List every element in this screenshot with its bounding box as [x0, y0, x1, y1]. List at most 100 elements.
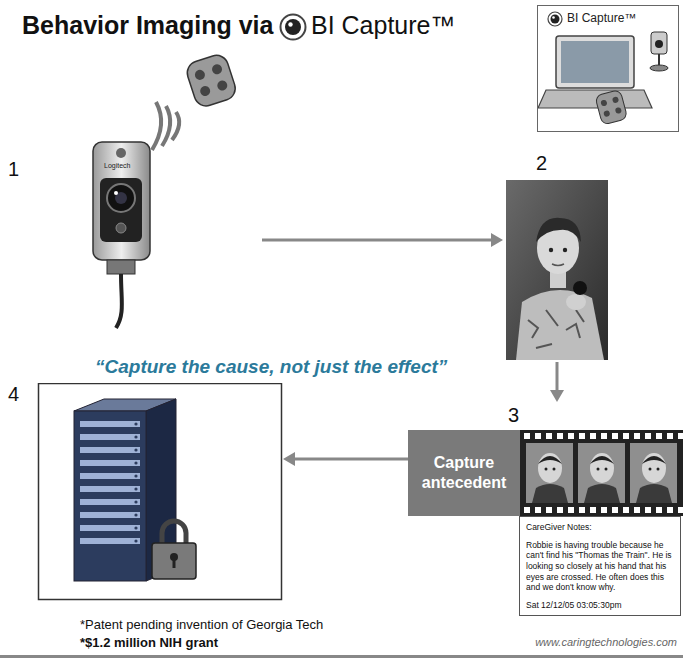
- illustration-part: [590, 433, 596, 439]
- illustration-part: [553, 468, 556, 471]
- illustration-part: [116, 223, 126, 233]
- illustration-part: [80, 460, 140, 466]
- illustration-part: [568, 433, 574, 439]
- illustration-part: [630, 443, 677, 503]
- illustration-part: [623, 433, 629, 439]
- illustration-part: [601, 507, 607, 513]
- illustration-part: [134, 539, 137, 542]
- illustration-part: [285, 19, 301, 35]
- illustration-part: [545, 468, 548, 471]
- illustration-part: [546, 507, 552, 513]
- illustration-part: [134, 448, 137, 451]
- footnote: *$1.2 million NIH grant: [80, 635, 218, 650]
- illustration-part: [600, 99, 607, 106]
- illustration-part: [173, 558, 176, 568]
- illustration-part: [80, 434, 140, 440]
- illustration-part: [634, 507, 640, 513]
- notes-heading: CareGiver Notes:: [526, 522, 674, 533]
- footnote-holder: *Patent pending invention of Georgia Tec…: [80, 617, 323, 632]
- illustration-part: [667, 507, 673, 513]
- capture-step: Capture antecedent3: [408, 402, 683, 516]
- callout-number: 1: [8, 158, 19, 181]
- illustration-part: [152, 102, 161, 150]
- illustration: [4, 140, 262, 330]
- illustration-part: [634, 433, 640, 439]
- brand-logo: [547, 11, 563, 27]
- illustration-part: [645, 507, 651, 513]
- photo-step: 2: [503, 150, 611, 362]
- illustration-part: [557, 507, 563, 513]
- brand-mark: Logitech: [104, 162, 130, 169]
- notes-timestamp: Sat 12/12/05 03:05:30pm: [526, 600, 674, 611]
- flow-arrow: [262, 233, 503, 247]
- illustration-part: [80, 447, 140, 453]
- notes-box: CareGiver Notes: Robbie is having trouble…: [519, 516, 681, 616]
- illustration-part: [524, 433, 530, 439]
- illustration-part: [100, 178, 142, 242]
- illustration-part: [506, 180, 608, 360]
- tagline-holder: “Capture the cause, not just the effect”: [95, 356, 447, 378]
- illustration-part: [80, 499, 140, 505]
- connector-line: [293, 458, 408, 461]
- capture-label: Capture antecedent: [414, 453, 514, 493]
- product-box: BI Capture™: [537, 5, 679, 132]
- illustration-part: [116, 274, 122, 328]
- illustration-part: [642, 453, 666, 483]
- illustration: [506, 180, 608, 360]
- illustration-part: [134, 526, 137, 529]
- illustration-part: [568, 507, 574, 513]
- illustration-part: [526, 443, 573, 503]
- illustration-part: [556, 36, 634, 88]
- illustration-part: [656, 507, 662, 513]
- brand-logo: [279, 13, 307, 41]
- illustration-part: [557, 433, 563, 439]
- illustration-part: [597, 468, 600, 471]
- illustration-part: [194, 69, 207, 82]
- illustration-part: [563, 248, 567, 252]
- illustration-part: [655, 40, 663, 48]
- footnote: *Patent pending invention of Georgia Tec…: [80, 617, 323, 632]
- child-photo: [506, 180, 608, 360]
- illustration-part: [612, 433, 618, 439]
- connector-line: [262, 239, 493, 242]
- illustration: [4, 383, 283, 601]
- notes-body: Robbie is having trouble because he can'…: [526, 540, 674, 593]
- webcam-step: 1: [4, 140, 262, 330]
- illustration-part: [80, 512, 140, 518]
- illustration-part: [561, 41, 629, 83]
- callout-number: 4: [8, 383, 19, 406]
- illustration-part: [199, 85, 212, 98]
- illustration-part: [601, 433, 607, 439]
- product-name: BI Capture™: [567, 11, 636, 25]
- illustration-part: [80, 486, 140, 492]
- illustration-part: [552, 16, 555, 19]
- illustration-part: [657, 468, 660, 471]
- illustration-part: [579, 433, 585, 439]
- illustration: [279, 13, 307, 41]
- flow-arrow: [283, 452, 408, 466]
- illustration-part: [107, 184, 135, 212]
- flow-arrow: [550, 362, 564, 402]
- illustration-part: [535, 433, 541, 439]
- illustration-part: [134, 461, 137, 464]
- illustration-part: [288, 22, 292, 26]
- illustration-part: [612, 507, 618, 513]
- illustration-part: [645, 433, 651, 439]
- illustration-part: [579, 507, 585, 513]
- illustration-part: [636, 484, 672, 503]
- illustration-part: [612, 96, 619, 103]
- illustration: [547, 11, 563, 27]
- illustration-part: [549, 248, 553, 252]
- callout-number: 2: [536, 152, 547, 175]
- illustration-part: [536, 218, 581, 242]
- illustration-part: [590, 456, 614, 464]
- signal-waves: [152, 102, 179, 150]
- illustration-part: [184, 52, 238, 109]
- illustration-part: [216, 79, 229, 92]
- illustration-part: [650, 65, 668, 71]
- illustration-part: [623, 507, 629, 513]
- illustration-part: [590, 507, 596, 513]
- illustration-part: [134, 513, 137, 516]
- illustration-part: [546, 433, 552, 439]
- illustration-part: [134, 487, 137, 490]
